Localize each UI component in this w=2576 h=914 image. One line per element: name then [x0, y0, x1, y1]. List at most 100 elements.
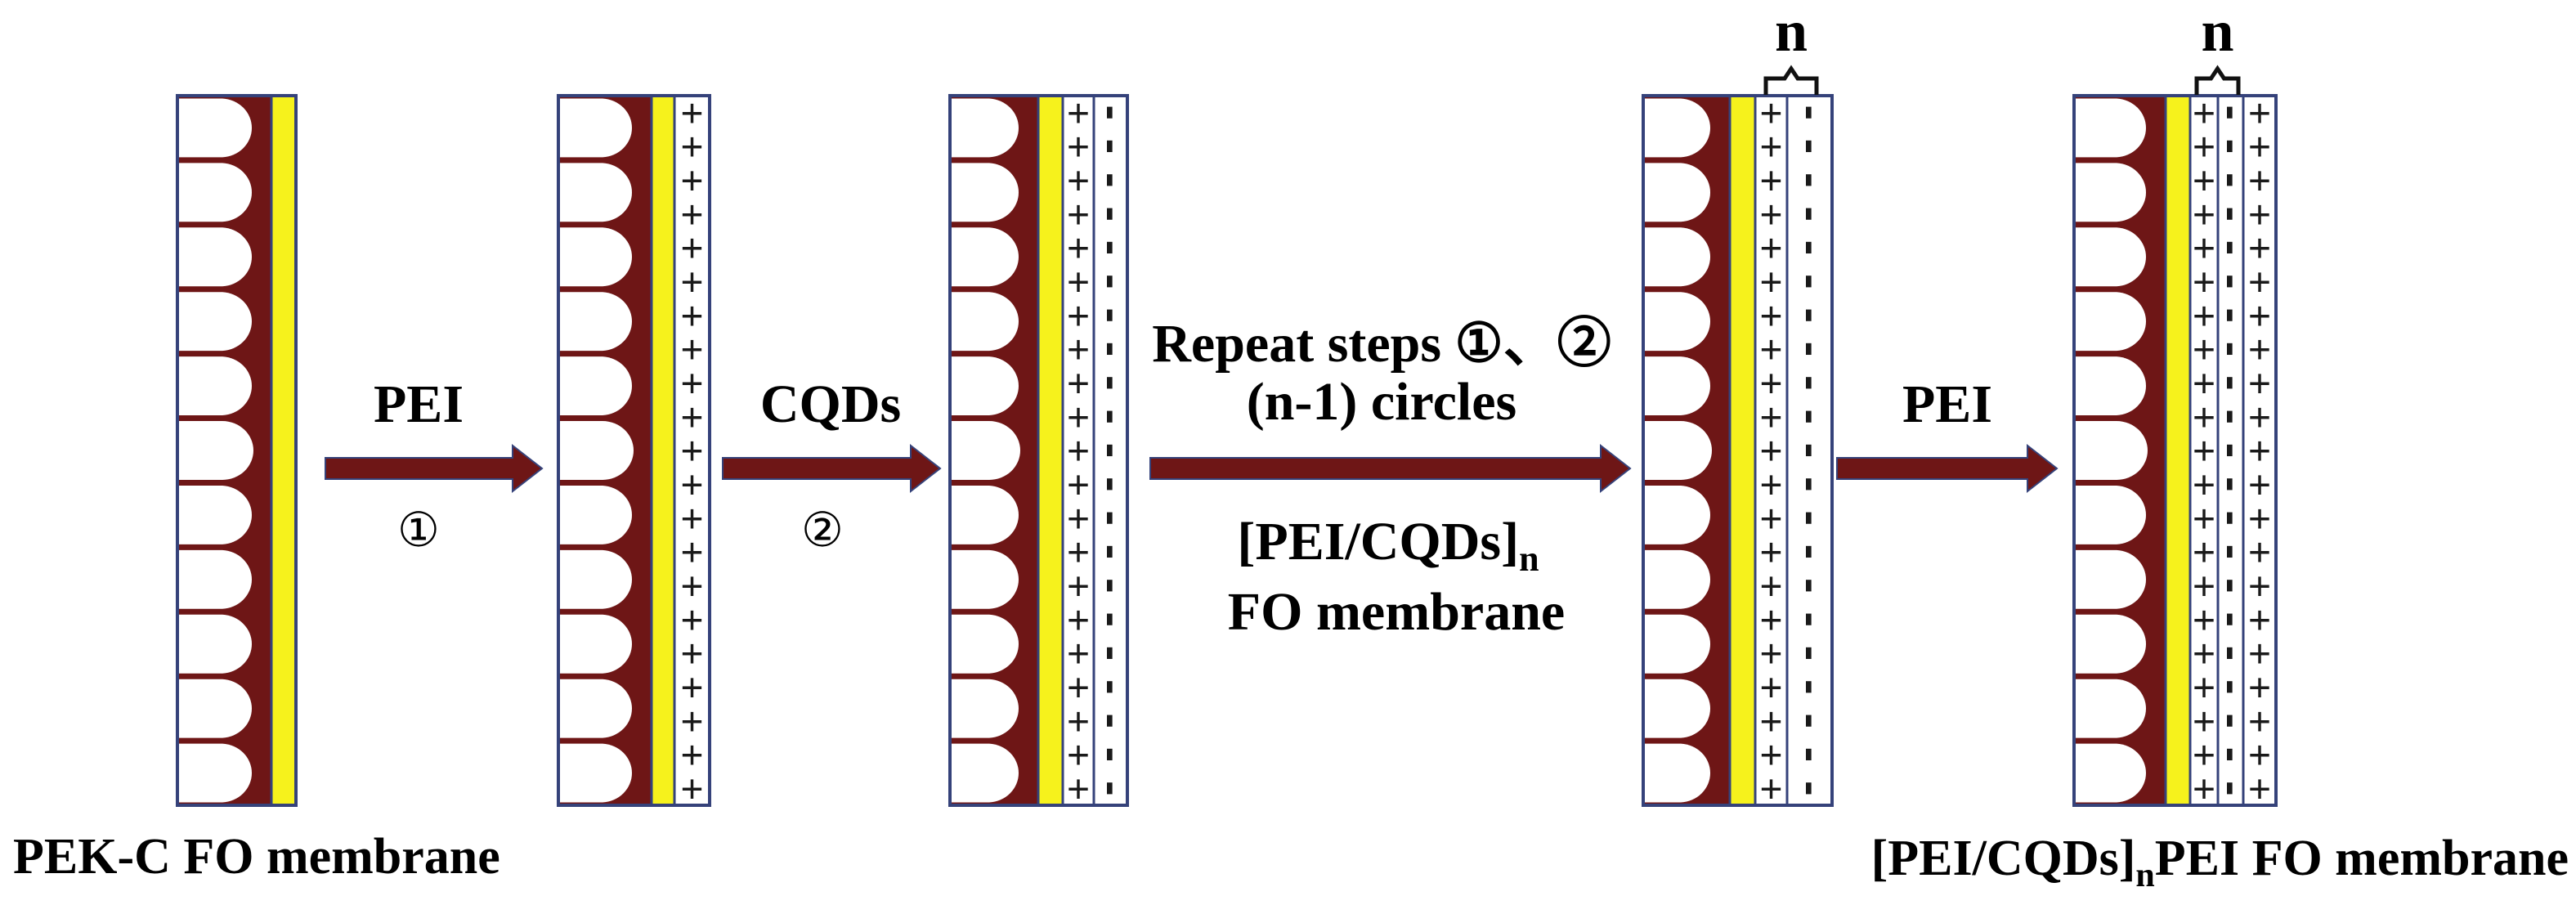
minus-charge-mark: - [1787, 342, 1839, 357]
minus-charge-mark: - [1088, 206, 1140, 222]
plus-charge-mark: + [1759, 194, 1782, 237]
plus-charge-mark: + [1759, 464, 1782, 507]
minus-charge-mark: - [1787, 375, 1839, 391]
plus-charge-mark: + [1067, 430, 1090, 473]
plus-charge-mark: + [2193, 397, 2215, 440]
finger-pore [951, 614, 1019, 674]
plus-charge-mark: + [680, 126, 703, 169]
plus-charge-mark: + [2248, 498, 2271, 541]
plus-charge-mark: + [680, 599, 703, 643]
plus-charge-mark: + [1067, 227, 1090, 271]
intermediate-membrane-name-line2: FO membrane [1228, 582, 1565, 642]
finger-pore [1644, 356, 1710, 415]
plus-charge-mark: + [2193, 701, 2215, 744]
membrane-5: +++++++++++++++++++++-------------------… [2072, 0, 2278, 811]
plus-charge-mark: + [2193, 633, 2215, 676]
finger-pore [2075, 486, 2146, 544]
minus-charge-mark: - [1787, 747, 1839, 763]
plus-charge-mark: + [2193, 599, 2215, 643]
membrane-outline [2072, 94, 2278, 807]
finger-pore [2075, 421, 2148, 480]
step-2-reagent-label: CQDs [760, 374, 901, 434]
minus-charge-mark: - [1787, 274, 1839, 289]
finger-pore [559, 98, 632, 158]
finger-pore [559, 679, 632, 738]
step-1-reagent-label: PEI [374, 374, 464, 434]
plus-charge-mark: + [1067, 159, 1090, 203]
plus-charge-mark: + [1759, 261, 1782, 304]
minus-charge-mark: - [1088, 747, 1140, 763]
plus-charge-mark: + [1759, 633, 1782, 676]
plus-charge-mark: + [1759, 599, 1782, 643]
minus-charge-mark: - [1088, 409, 1140, 424]
minus-charge-mark: - [1787, 679, 1839, 695]
step-2: CQDs ② [722, 374, 942, 558]
plus-charge-mark: + [1067, 194, 1090, 237]
finger-pore [1644, 679, 1710, 738]
minus-charge-mark: - [1088, 139, 1140, 155]
membrane-outline [1642, 94, 1834, 807]
plus-charge-mark: + [680, 159, 703, 203]
plus-charge-mark: + [1067, 261, 1090, 304]
plus-charge-mark: + [2248, 397, 2271, 440]
minus-charge-mark: - [1088, 443, 1140, 459]
finger-pore [2075, 743, 2146, 803]
minus-charge-mark: - [1088, 713, 1140, 728]
finger-pore [178, 679, 252, 738]
finger-pore [951, 743, 1019, 803]
selective-skin-layer [270, 94, 298, 807]
finger-pore [178, 614, 252, 674]
plus-charge-mark: + [680, 329, 703, 372]
finger-pore [559, 743, 632, 803]
finger-pore [951, 98, 1019, 158]
intermediate-membrane-name-subscript: n [1519, 539, 1539, 579]
plus-charge-mark: + [680, 666, 703, 710]
plus-charge-mark: + [2248, 531, 2271, 575]
plus-charge-mark: + [2193, 464, 2215, 507]
finger-pore [951, 549, 1019, 609]
plus-charge-mark: + [1067, 701, 1090, 744]
finger-pores [178, 98, 253, 803]
minus-charge-mark: - [1088, 477, 1140, 492]
finger-pore [1644, 163, 1710, 222]
selective-skin-layer [1728, 94, 1757, 807]
membrane-outline [176, 94, 298, 807]
plus-charge-mark: + [2248, 599, 2271, 643]
plus-charge-mark: + [1759, 295, 1782, 338]
finger-pore [951, 292, 1019, 352]
positive-charge-layer: +++++++++++++++++++++ [673, 92, 711, 811]
minus-charge-mark: - [1787, 172, 1839, 188]
plus-charge-mark: + [680, 565, 703, 608]
step-4-reagent-label: PEI [1902, 374, 1992, 434]
negative-charge-layer: --------------------- [1785, 94, 1839, 807]
plus-charge-mark: + [1067, 329, 1090, 372]
minus-charge-mark: - [1787, 544, 1839, 560]
plus-charge-mark: + [680, 261, 703, 304]
membrane-2: +++++++++++++++++++++ [557, 92, 711, 811]
finger-pore [951, 486, 1019, 544]
plus-charge-mark: + [2193, 666, 2215, 710]
step-3-arrow [1149, 443, 1632, 494]
plus-charge-mark: + [2193, 498, 2215, 541]
plus-charge-mark: + [2248, 126, 2271, 169]
finger-pore [1644, 227, 1710, 287]
minus-charge-mark: - [1088, 510, 1140, 526]
minus-charge-mark: - [1088, 342, 1140, 357]
plus-charge-mark: + [1759, 227, 1782, 271]
minus-charge-mark: - [1787, 578, 1839, 594]
plus-charge-mark: + [2248, 295, 2271, 338]
finger-pore [2075, 356, 2146, 415]
finger-pore [951, 356, 1019, 415]
finger-pore [178, 98, 252, 158]
plus-charge-mark: + [2193, 227, 2215, 271]
final-membrane-caption-suffix: PEI FO membrane [2155, 831, 2569, 886]
charge-layer-body [1785, 94, 1834, 807]
plus-charge-mark: + [2193, 261, 2215, 304]
minus-charge-mark: - [1088, 105, 1140, 120]
finger-pore [559, 486, 632, 544]
membrane-3: +++++++++++++++++++++-------------------… [948, 92, 1140, 811]
membrane-4: +++++++++++++++++++++-------------------… [1642, 0, 1839, 811]
plus-charge-mark: + [1759, 397, 1782, 440]
minus-charge-mark: - [1787, 713, 1839, 728]
finger-pore [1644, 292, 1710, 352]
